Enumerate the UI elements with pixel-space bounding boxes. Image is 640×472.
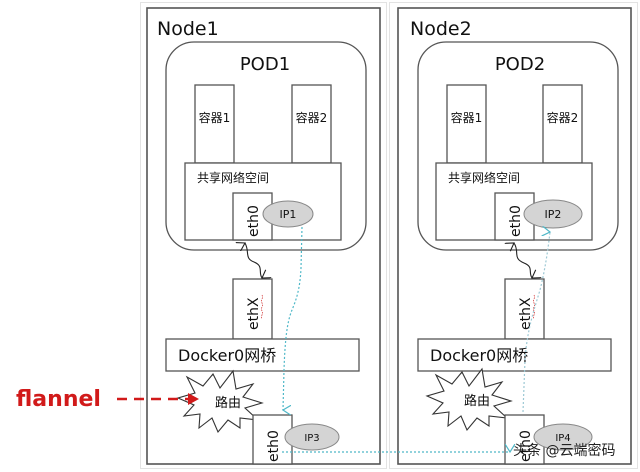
node1-router-label: 路由: [215, 395, 241, 411]
pod1-veth-link-arrow: [245, 243, 262, 278]
node2: Node2 POD2 容器1 容器2 共享网络空间 eth0 IP2 ethX …: [397, 7, 632, 465]
ip1-badge: [262, 200, 314, 228]
pod1-container2-label: 容器2: [296, 110, 328, 125]
pod2-veth-link-arrow: [514, 243, 532, 278]
ip3-label: IP3: [304, 433, 319, 444]
node1-frame: [140, 2, 387, 469]
watermark: 头条 @云端密码: [513, 442, 615, 459]
ip4-label: IP4: [555, 433, 570, 444]
node2-docker0-bridge: [417, 338, 612, 372]
pod1-container1: [194, 84, 235, 164]
node1-title: Node1: [157, 18, 219, 40]
node2-router-label: 路由: [464, 393, 490, 409]
node1-docker0-bridge: [165, 338, 360, 372]
node2-router-shape: [425, 367, 513, 432]
pod1-container2: [291, 84, 332, 164]
ip2-label: IP2: [545, 208, 562, 221]
node1-ethx: [232, 278, 273, 340]
node1-host-eth0-label: eth0: [266, 430, 282, 462]
pod2-container1-label: 容器1: [451, 110, 483, 125]
pod2-container2-label: 容器2: [547, 110, 579, 125]
pod2-container2: [542, 84, 583, 164]
node2-host-eth0-label: eth0: [518, 430, 534, 462]
node2-ethx-label: ethX: [518, 297, 534, 330]
node2-ethx: [504, 278, 545, 340]
pod1-eth0-label: eth0: [246, 205, 262, 237]
ip3-badge: [284, 423, 340, 451]
node2-title: Node2: [410, 18, 472, 40]
node1: Node1 POD1 容器1 容器2 共享网络空间 eth0 IP1 ethX …: [146, 7, 381, 465]
ip4-badge: [533, 423, 593, 451]
node2-frame: [389, 2, 638, 469]
spellcheck-underline: [533, 294, 535, 320]
pod2-container1: [446, 84, 487, 164]
node1-router-shape: [176, 369, 264, 434]
spellcheck-underline: [261, 294, 263, 320]
pod2-eth0-label: eth0: [508, 205, 524, 237]
pod1-container1-label: 容器1: [199, 110, 231, 125]
node1-docker0-label: Docker0网桥: [178, 346, 276, 365]
pod1-title: POD1: [240, 54, 290, 75]
flannel-label: flannel: [16, 387, 101, 412]
ip1-label: IP1: [280, 208, 297, 221]
ip2-badge: [523, 199, 583, 229]
node2-docker0-label: Docker0网桥: [430, 346, 528, 365]
node1-ethx-label: ethX: [246, 297, 262, 330]
pod2-title: POD2: [495, 54, 545, 75]
packet-path-ip1-to-eth0: [283, 226, 303, 410]
pod2-netns-label: 共享网络空间: [448, 170, 520, 185]
pod1-netns-label: 共享网络空间: [197, 170, 269, 185]
